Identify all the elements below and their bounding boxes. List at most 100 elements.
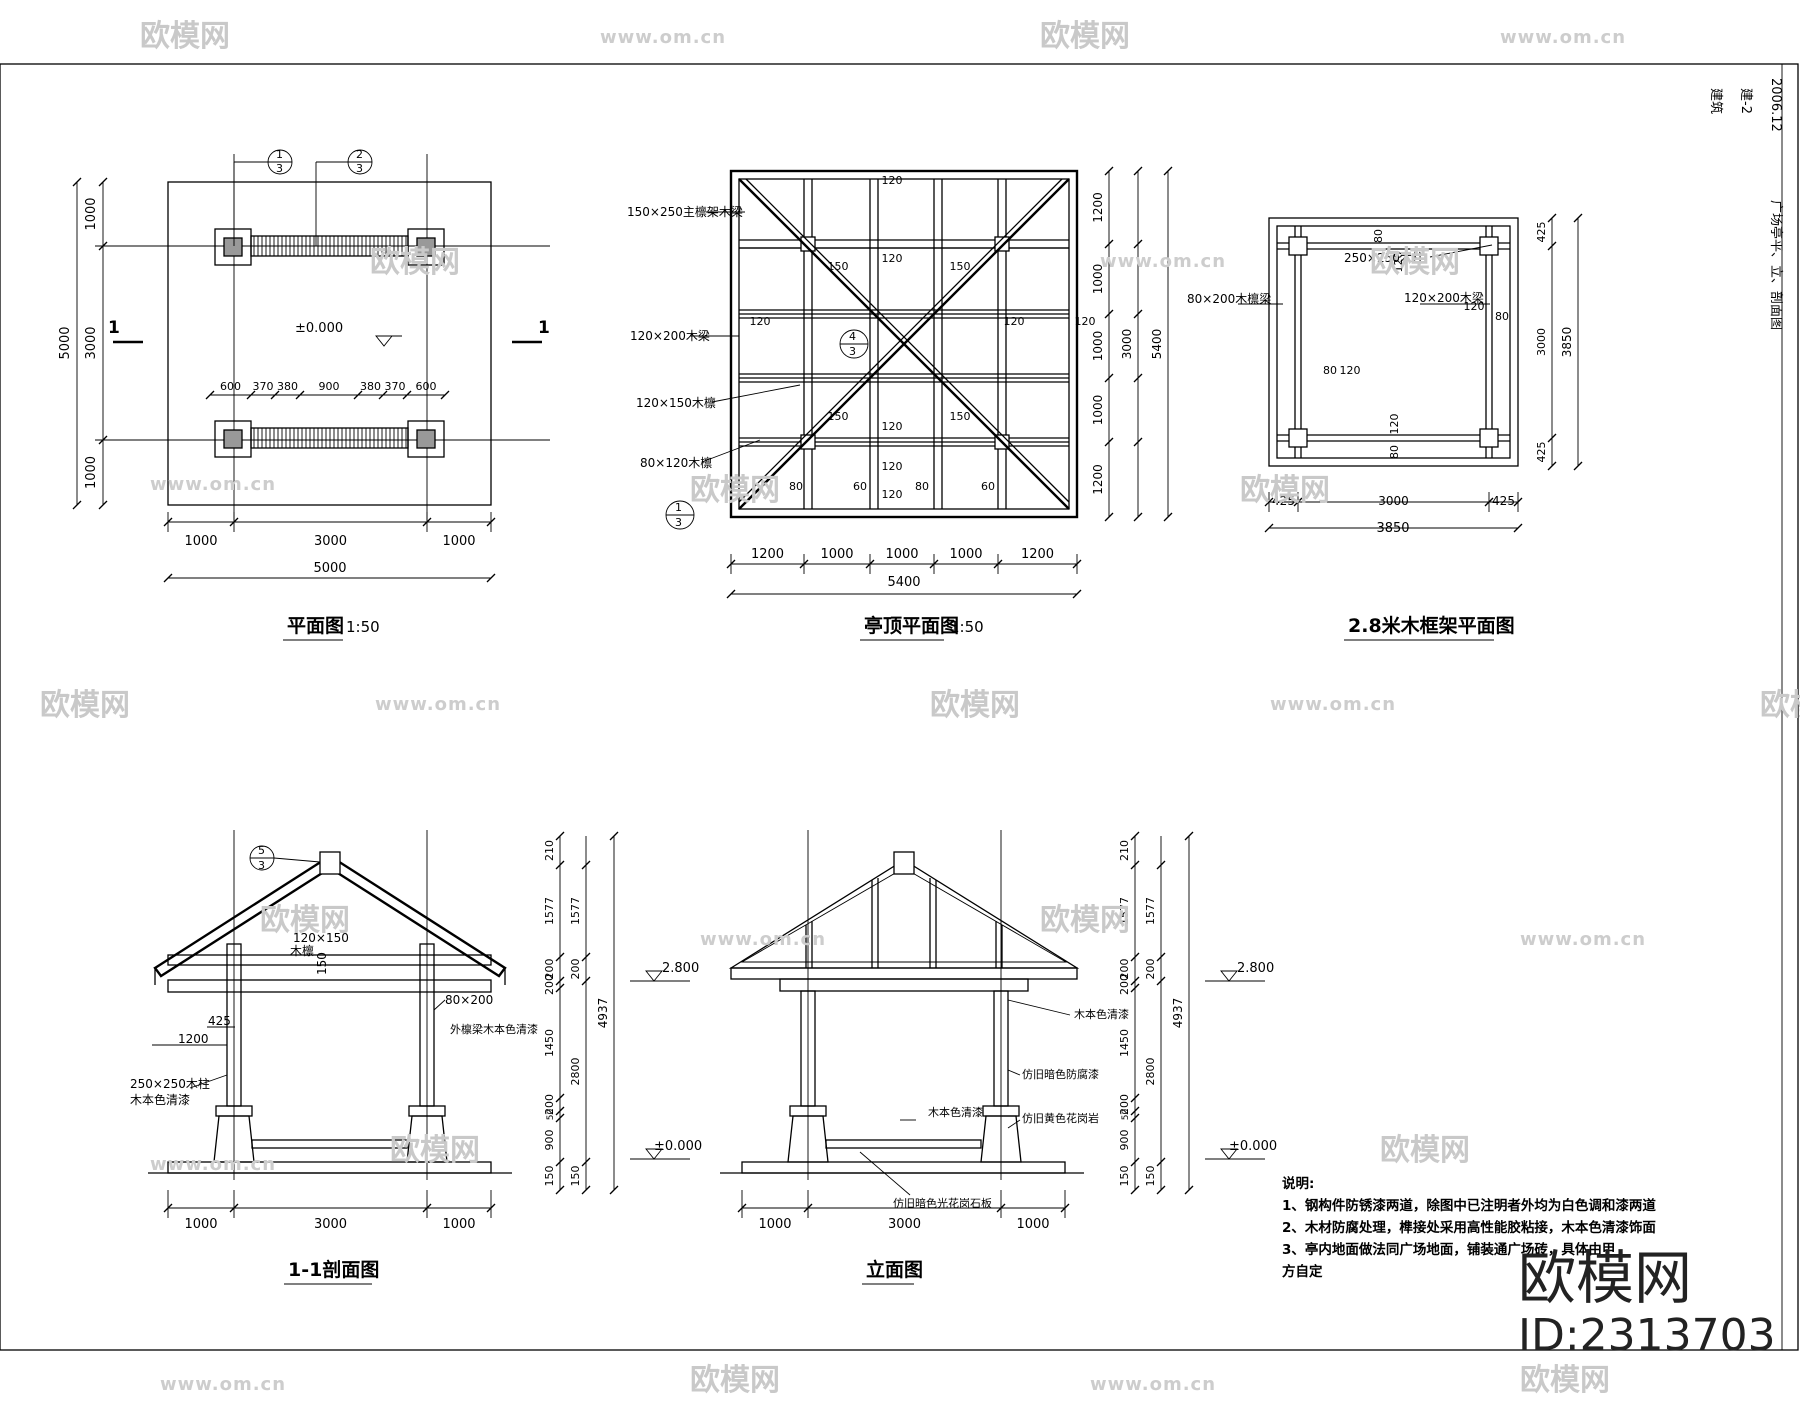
roof-right-dim: 1000: [1091, 264, 1105, 295]
roof-callout-bottom: 3: [849, 345, 856, 358]
watermark-brand-tile: 欧模网: [1520, 1363, 1610, 1398]
roof-bottom-dim: 1200: [1021, 547, 1054, 562]
section-level-base: ±0.000: [654, 1139, 702, 1154]
frame-bottom-dim: 425: [1492, 494, 1515, 508]
section-label-7: 250×250木柱: [130, 1076, 210, 1091]
roof-member-size: 150: [828, 260, 849, 273]
watermark-id: ID:2313703: [1518, 1310, 1776, 1361]
roof-bottom-dim: 1000: [949, 547, 982, 562]
roof-member-size: 150: [828, 410, 849, 423]
watermark-brand-tile: 欧模网: [40, 688, 130, 723]
elevation-bottom-dim: 1000: [758, 1217, 791, 1232]
title-discipline: 建筑: [1708, 88, 1724, 114]
frame-member-size: 80: [1323, 364, 1337, 377]
elevation-bottom-dim: 1000: [1016, 1217, 1049, 1232]
plan-callout-a-top: 1: [276, 148, 283, 161]
notes-line-1: 2、木材防腐处理，榫接处采用高性能胶粘接，木本色清漆饰面: [1282, 1219, 1656, 1236]
section-label-6: 1200: [178, 1032, 209, 1046]
roof-label-0: 150×250主檩架木梁: [627, 204, 743, 219]
plan-left-dim: 1000: [84, 456, 99, 489]
roof-member-size: 120: [750, 315, 771, 328]
roof-plan-title: 亭顶平面图: [864, 614, 959, 637]
notes-heading: 说明:: [1282, 1175, 1314, 1192]
watermark-url-tile: www.om.cn: [1090, 1374, 1216, 1395]
plan-title: 平面图: [287, 615, 344, 637]
section-height-total: 4937: [596, 998, 610, 1029]
plan-bottom-dim: 1000: [442, 534, 475, 549]
notes-line-3: 方自定: [1282, 1263, 1323, 1280]
section-height-dim-b: 150: [569, 1166, 582, 1187]
elevation-height-dim-a: 200: [1118, 959, 1131, 980]
frame-right-dim: 3000: [1535, 328, 1548, 356]
notes-line-0: 1、钢构件防锈漆两道，除图中已注明者外均为白色调和漆两道: [1282, 1197, 1656, 1214]
plan-left-total: 5000: [58, 326, 73, 359]
watermark-brand-tile: 欧模网: [140, 19, 230, 54]
watermark-url-tile: www.om.cn: [1100, 251, 1226, 272]
section-mark-left: 1: [108, 318, 120, 338]
watermark-brand-tile: 欧模网: [690, 473, 780, 508]
elev-label-4: 仿旧暗色光花岗石板: [893, 1196, 992, 1210]
roof-bottom-total: 5400: [887, 575, 920, 590]
roof-bottom-dim: 1000: [885, 547, 918, 562]
watermark-brand-tile: 欧模网: [1040, 19, 1130, 54]
frame-label-0: 250×250木柱: [1344, 250, 1424, 265]
title-sheet-no: 建-2: [1738, 88, 1753, 114]
roof-label-2: 120×150木檩: [636, 395, 716, 410]
plan-bench-dim: 380: [360, 380, 381, 393]
roof-member-size: 120: [882, 420, 903, 433]
elevation-height-dim-a: 1450: [1118, 1029, 1131, 1057]
frame-label-1: 120×200木梁: [1404, 290, 1484, 305]
watermark-layer: 欧模网欧模网欧模网欧模网欧模网欧模网欧模网欧模网欧模网欧模网欧模网欧模网欧模网欧…: [40, 19, 1800, 1398]
elev-level-top: 2.800: [1237, 961, 1274, 976]
section-label-8: 木本色清漆: [130, 1093, 190, 1107]
section-title: 1-1剖面图: [288, 1258, 379, 1281]
watermark-url-tile: www.om.cn: [1270, 694, 1396, 715]
section-height-dim-a: 900: [543, 1130, 556, 1151]
watermark-url-tile: www.om.cn: [1500, 27, 1626, 48]
frame-label-2: 80×200木檩梁: [1187, 291, 1271, 306]
roof-member-size: 150: [950, 410, 971, 423]
section-bottom-dim: 1000: [442, 1217, 475, 1232]
frame-bottom-dim: 425: [1272, 494, 1295, 508]
plan-left-dim: 3000: [84, 326, 99, 359]
elevation-height-dim-a: 150: [1118, 1166, 1131, 1187]
elevation-height-dim-b: 200: [1144, 959, 1157, 980]
section-label-0: 木檩: [290, 943, 314, 958]
section-label-3: 80×200: [445, 993, 493, 1007]
watermark-brand-tile: 欧模网: [1760, 688, 1800, 723]
roof-right-dim: 1000: [1091, 395, 1105, 426]
plan-bottom-dim: 3000: [314, 534, 347, 549]
section-label-4: 外檩梁木本色清漆: [450, 1022, 538, 1036]
section-view: 5 3 木檩 120×150 150 80×200 外檩梁木本色清漆 425 1…: [130, 830, 702, 1285]
frame-member-size: 80: [1388, 445, 1401, 459]
section-height-dim-a: 200: [543, 1094, 556, 1115]
frame-member-size: 80: [1372, 229, 1385, 243]
watermark-url-tile: www.om.cn: [1520, 929, 1646, 950]
watermark-url-tile: www.om.cn: [600, 27, 726, 48]
plan-bench-dim: 380: [277, 380, 298, 393]
roof-callout2-top: 1: [675, 501, 682, 514]
watermark-brand-tile: 欧模网: [930, 688, 1020, 723]
notes-line-2: 3、亭内地面做法同广场地面，铺装通广场砖，具体由甲: [1282, 1241, 1615, 1258]
watermark-url-tile: www.om.cn: [150, 1154, 276, 1175]
frame-right-total: 3850: [1560, 327, 1574, 358]
elev-label-0: 木本色清漆: [1074, 1007, 1129, 1021]
elevation-height-dim-b: 2800: [1144, 1058, 1157, 1086]
section-callout-bottom: 3: [258, 859, 265, 872]
section-height-dim-a: 50: [546, 1109, 556, 1121]
roof-member-size: 120: [882, 174, 903, 187]
watermark-url-tile: www.om.cn: [160, 1374, 286, 1395]
roof-member-size: 120: [1075, 315, 1096, 328]
plan-callout-b-top: 2: [356, 148, 363, 161]
section-height-dim-a: 150: [543, 1166, 556, 1187]
plan-bench-dim: 370: [253, 380, 274, 393]
watermark-brand: 欧模网: [1518, 1244, 1692, 1312]
section-bottom-dim: 3000: [314, 1217, 347, 1232]
watermark-brand-tile: 欧模网: [260, 903, 350, 938]
roof-member-size: 120: [882, 460, 903, 473]
roof-member-size: 120: [882, 252, 903, 265]
plan-bottom-dim: 1000: [184, 534, 217, 549]
roof-plan-view: 4 3 1 3 150×250主檩架木梁 120×200木梁 120×150木檩…: [627, 166, 1173, 641]
plan-bench-dim: 370: [385, 380, 406, 393]
